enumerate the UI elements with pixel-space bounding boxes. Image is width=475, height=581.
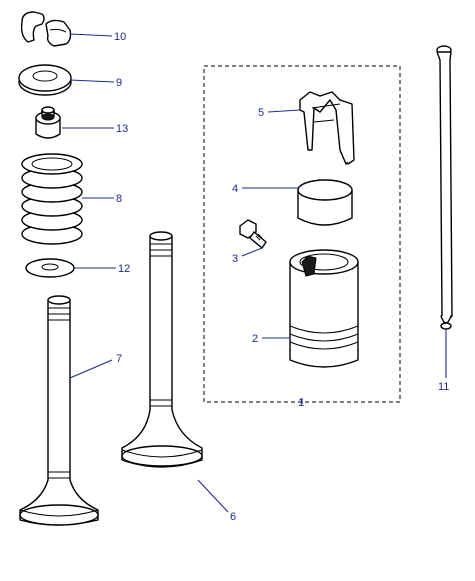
callout-10[interactable]: 10: [114, 31, 126, 43]
lifter-guide: [299, 91, 355, 165]
callout-13[interactable]: 13: [116, 123, 128, 135]
callout-6[interactable]: 6: [230, 511, 236, 523]
spring-seat-washer: [25, 258, 75, 278]
callout-9[interactable]: 9: [116, 77, 122, 89]
leader-lines: [62, 33, 447, 513]
callout-2[interactable]: 2: [252, 333, 258, 345]
bleed-screw: [239, 219, 267, 249]
callout-7[interactable]: 7: [116, 353, 122, 365]
callout-3[interactable]: 3: [232, 253, 238, 265]
lifter-plunger: [297, 179, 353, 226]
spring-retainer: [18, 64, 72, 96]
pushrod: [436, 45, 453, 330]
callout-5[interactable]: 5: [258, 107, 264, 119]
callout-8[interactable]: 8: [116, 193, 122, 205]
valve-stem-seal: [35, 106, 61, 139]
intake-valve: [121, 231, 203, 468]
lifter-body: [289, 249, 359, 368]
valve-spring: [21, 153, 83, 245]
callout-12[interactable]: 12: [118, 263, 130, 275]
callout-1[interactable]: 1: [298, 397, 304, 409]
callout-11[interactable]: 11: [438, 381, 449, 393]
exhaust-valve: [19, 295, 99, 526]
valve-collets: [20, 11, 72, 47]
callout-labels: 10 9 13 8 12 7 6 5 4 3 2 1 11: [114, 31, 449, 523]
callout-4[interactable]: 4: [232, 183, 238, 195]
